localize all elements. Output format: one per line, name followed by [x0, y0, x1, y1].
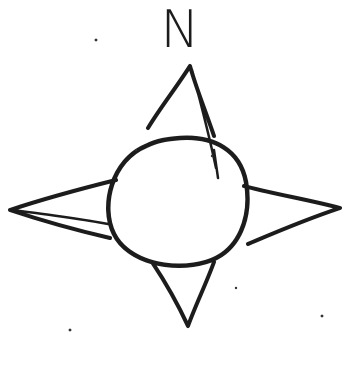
speck — [135, 149, 137, 151]
north-label: N — [156, 4, 204, 56]
south-point — [152, 262, 214, 326]
speck — [95, 39, 98, 42]
speck — [235, 287, 237, 289]
center-circle — [108, 138, 247, 266]
north-point-inner-line — [192, 70, 216, 168]
speck — [211, 155, 213, 157]
west-point — [10, 180, 116, 238]
north-point — [148, 66, 214, 136]
east-point — [244, 186, 340, 244]
speck — [321, 315, 324, 318]
speck — [69, 329, 72, 332]
